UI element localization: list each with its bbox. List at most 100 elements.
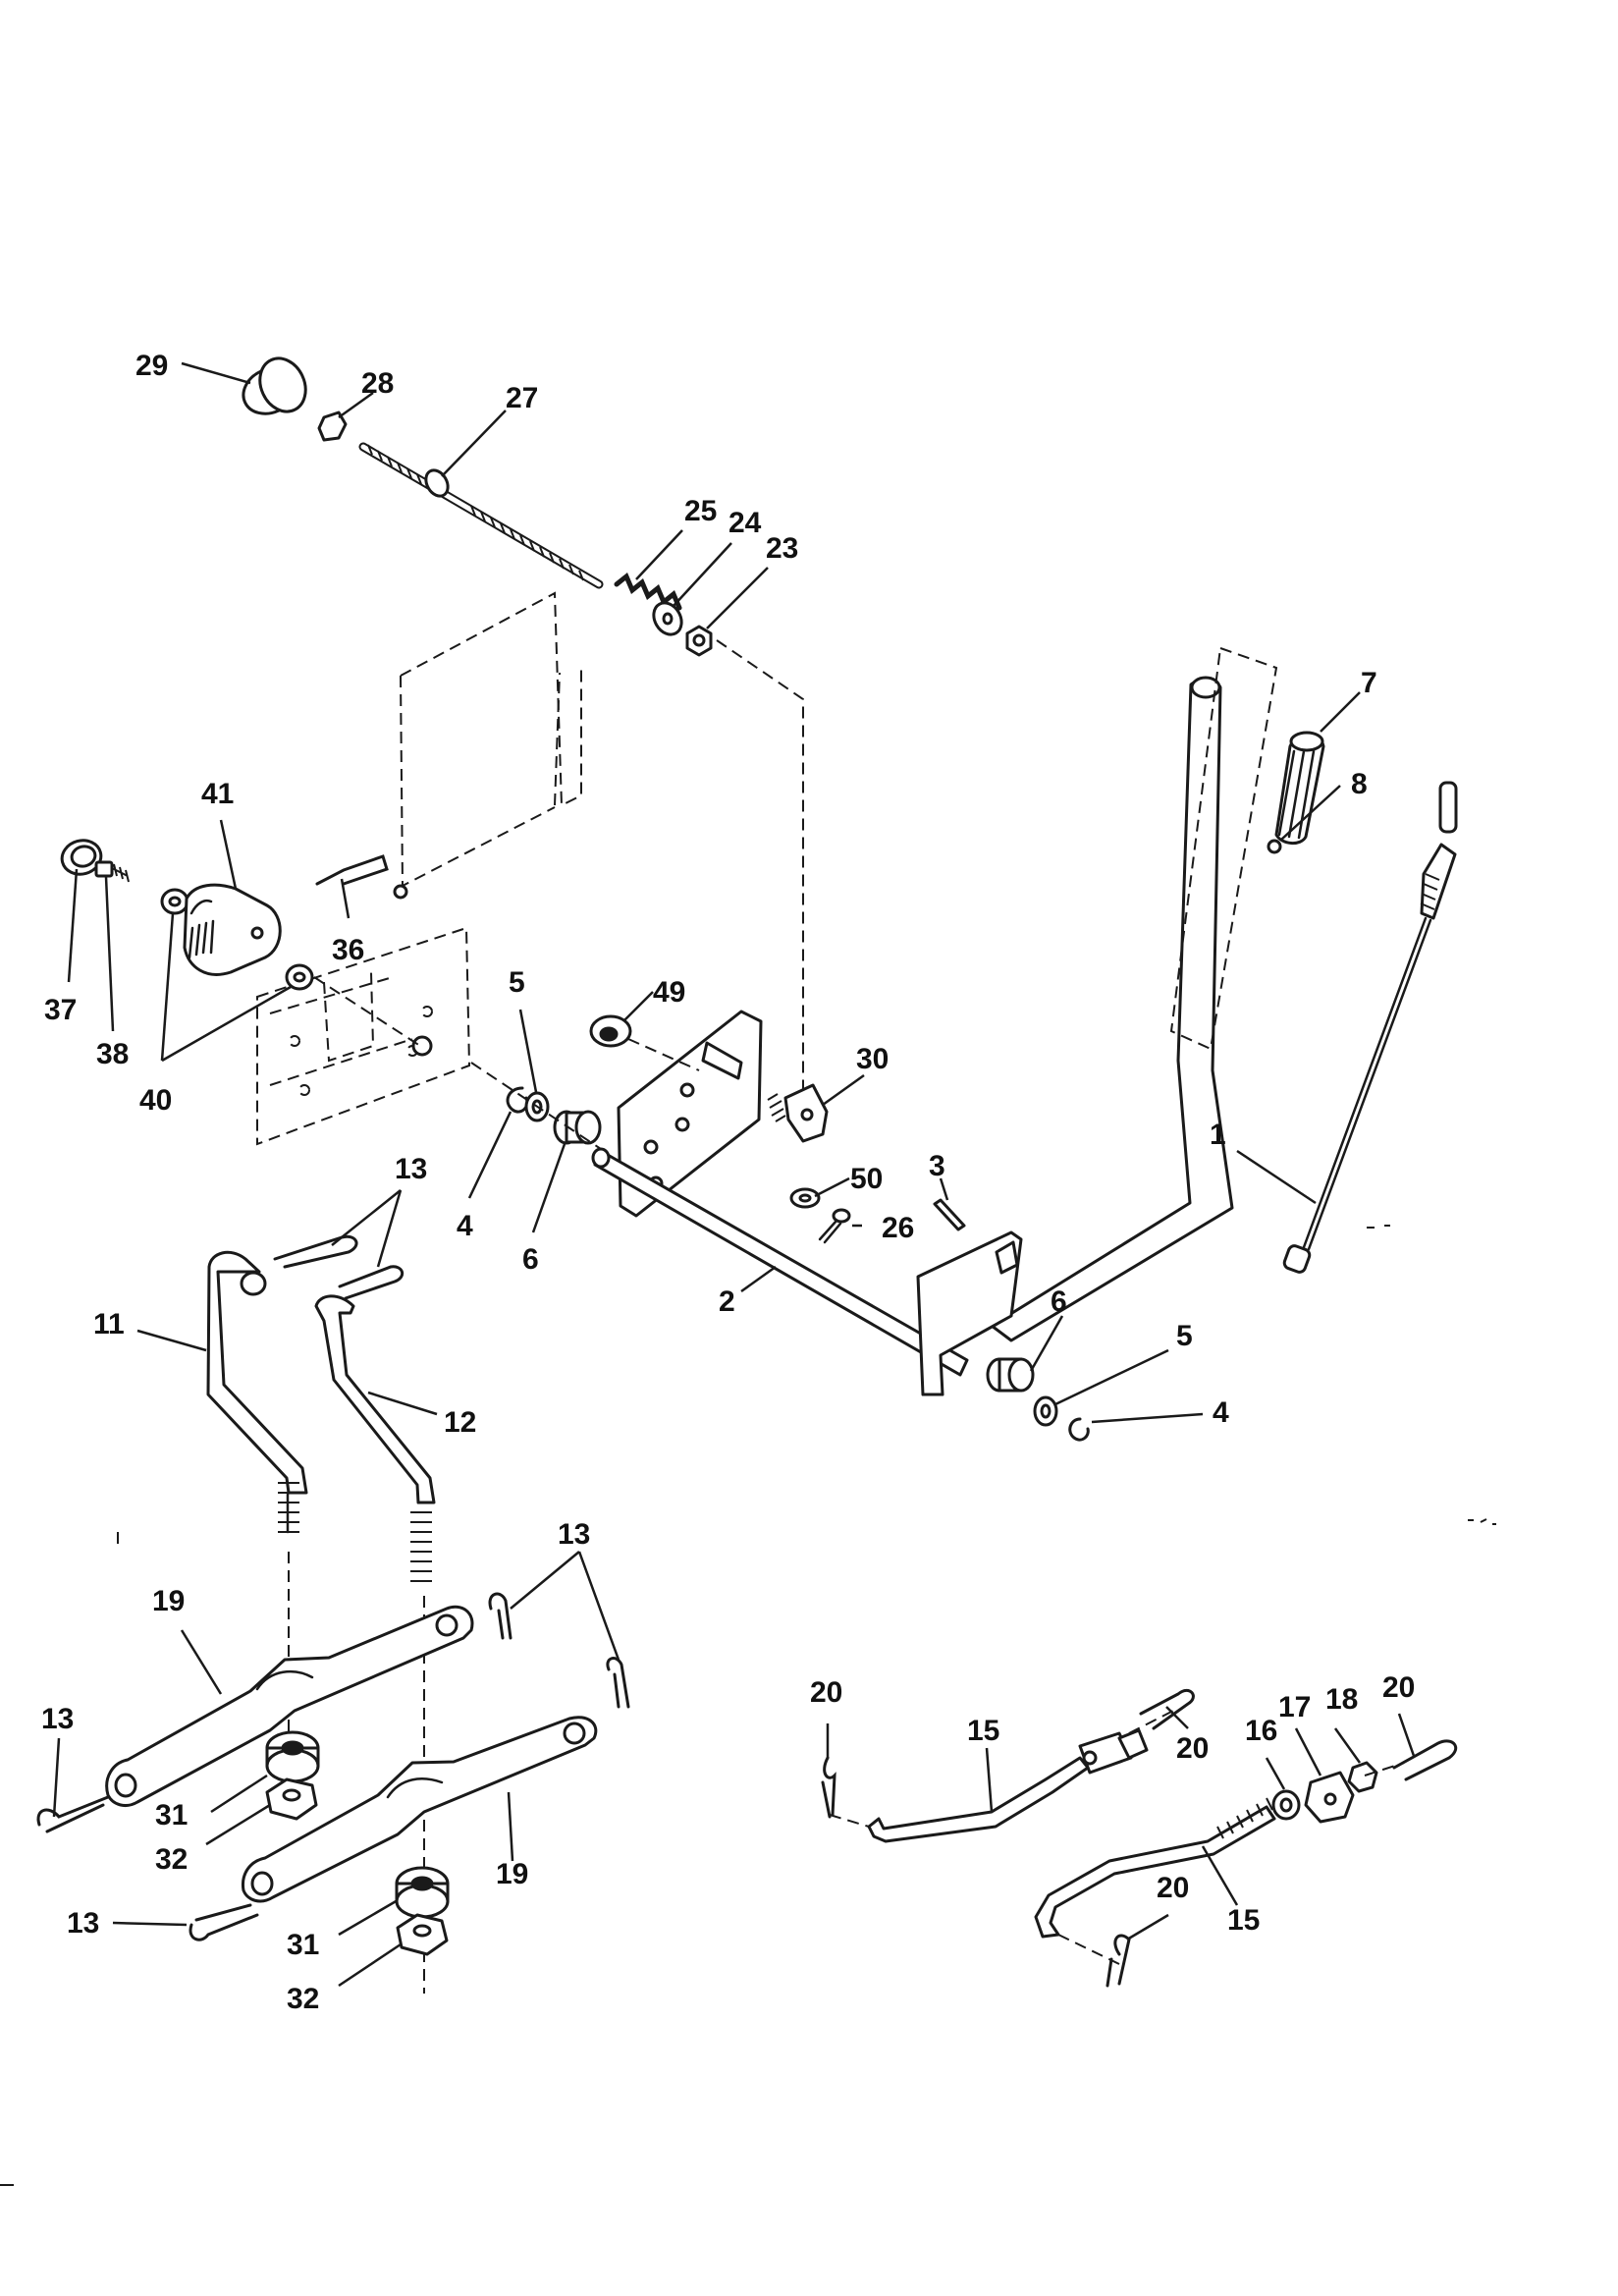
part-28-nut: [317, 410, 348, 442]
leader-20d: [1397, 1713, 1416, 1757]
part-19-lift-arm-lower: [241, 1716, 598, 1903]
leader-20b: [1165, 1706, 1189, 1729]
part-2-cross-shaft-bracket: [617, 1010, 763, 1218]
leader-4b: [1091, 1412, 1204, 1424]
part-2-cross-shaft: [591, 1147, 969, 1377]
leader-28: [338, 391, 374, 419]
callout-16: 16: [1245, 1715, 1277, 1747]
callout-2: 2: [719, 1285, 735, 1318]
part-25-spring: [614, 572, 682, 611]
callout-20-d: 20: [1382, 1671, 1415, 1704]
callout-15-lower: 15: [1227, 1904, 1260, 1937]
callout-13-bottom: 13: [67, 1907, 99, 1940]
leader-31a: [210, 1774, 268, 1814]
callout-19-upper: 19: [152, 1585, 185, 1617]
callout-6-left: 6: [522, 1243, 539, 1276]
leader-13-top-b: [376, 1189, 403, 1268]
callout-29: 29: [135, 350, 168, 382]
leader-1: [1236, 1149, 1317, 1205]
leader-17: [1294, 1727, 1322, 1777]
leader-13-left: [52, 1737, 61, 1818]
part-31-bushing-lower: [395, 1866, 450, 1919]
part-13-hairpin-mid-2: [606, 1657, 630, 1709]
callout-4-left: 4: [457, 1210, 473, 1242]
leader-41: [219, 819, 238, 890]
leader-2: [740, 1265, 777, 1293]
callout-1: 1: [1210, 1119, 1226, 1151]
part-29-knob: [242, 356, 307, 415]
leader-50: [814, 1176, 850, 1198]
frame-side-plate: [256, 926, 471, 1146]
part-13-hairpin-top-2: [338, 1265, 404, 1300]
callout-49: 49: [653, 976, 685, 1009]
part-18-nut: [1347, 1761, 1378, 1793]
part-30-trunnion: [767, 1083, 829, 1143]
part-19-lift-arm-upper: [105, 1605, 474, 1807]
assembly-line-20d: [1364, 1762, 1405, 1777]
leader-30: [822, 1073, 865, 1107]
callout-5-right: 5: [1176, 1320, 1193, 1352]
callout-25: 25: [684, 495, 717, 527]
leader-19b: [507, 1791, 514, 1862]
part-13-hairpin-top-1: [273, 1234, 358, 1269]
part-20-hairpin-b: [1139, 1688, 1195, 1730]
leader-8: [1280, 785, 1341, 841]
part-13-hairpin-left: [36, 1795, 110, 1833]
leader-3: [939, 1177, 949, 1201]
part-8-pin: [1267, 839, 1282, 854]
leader-13-top-a: [331, 1189, 402, 1246]
callout-13-mid: 13: [558, 1518, 590, 1551]
callout-50: 50: [850, 1163, 883, 1195]
part-4-e-clip-left: [506, 1086, 529, 1114]
callout-13-top: 13: [395, 1153, 427, 1185]
part-36-clip: [315, 854, 408, 900]
part-15-drag-link-lower: [1034, 1797, 1276, 1939]
assembly-line-20b: [1128, 1710, 1174, 1734]
callout-20-c: 20: [1157, 1872, 1189, 1904]
callout-11: 11: [93, 1308, 125, 1340]
leader-32a: [205, 1803, 271, 1846]
callout-12: 12: [444, 1406, 476, 1439]
leader-13-mid-b: [577, 1551, 620, 1661]
callout-40: 40: [139, 1084, 172, 1117]
part-6-bushing-left: [553, 1110, 602, 1145]
part-5-washer-right: [1033, 1395, 1058, 1427]
callout-15-upper: 15: [967, 1715, 999, 1747]
part-17-trunnion: [1304, 1771, 1355, 1824]
callout-13-left: 13: [41, 1703, 74, 1735]
assembly-line-20c: [1057, 1934, 1120, 1965]
part-23-nut: [685, 625, 713, 657]
part-37-knob-cap: [60, 839, 103, 876]
leader-27: [441, 410, 507, 477]
leader-37: [67, 868, 79, 983]
callout-3: 3: [929, 1150, 945, 1182]
callout-31-lower: 31: [287, 1929, 319, 1961]
part-50-washer: [789, 1187, 821, 1209]
callout-32-lower: 32: [287, 1983, 319, 2015]
leader-20c: [1126, 1913, 1169, 1941]
part-24-washer: [652, 601, 683, 636]
leader-18: [1333, 1727, 1362, 1764]
leader-7: [1320, 691, 1361, 733]
callout-4-right: 4: [1213, 1396, 1229, 1429]
part-12-lift-link: [314, 1294, 436, 1582]
part-40-washer-right: [285, 963, 314, 991]
callout-24: 24: [728, 507, 762, 539]
leader-38: [104, 876, 115, 1032]
leader-11: [136, 1329, 207, 1352]
leader-40b: [161, 985, 292, 1063]
callout-32-upper: 32: [155, 1843, 188, 1876]
part-6-bushing-right: [986, 1357, 1035, 1393]
leader-29: [181, 361, 251, 385]
callout-19-lower: 19: [496, 1858, 528, 1890]
callout-27: 27: [506, 382, 538, 414]
part-32-nut-lower: [396, 1913, 449, 1956]
part-32-nut-upper: [265, 1777, 318, 1821]
callout-20-a: 20: [810, 1676, 842, 1709]
callout-28: 28: [361, 367, 394, 400]
leader-5b: [1054, 1348, 1169, 1406]
part-20-hairpin-d: [1392, 1739, 1458, 1781]
leader-4a: [467, 1111, 512, 1199]
leader-15a: [985, 1747, 994, 1813]
